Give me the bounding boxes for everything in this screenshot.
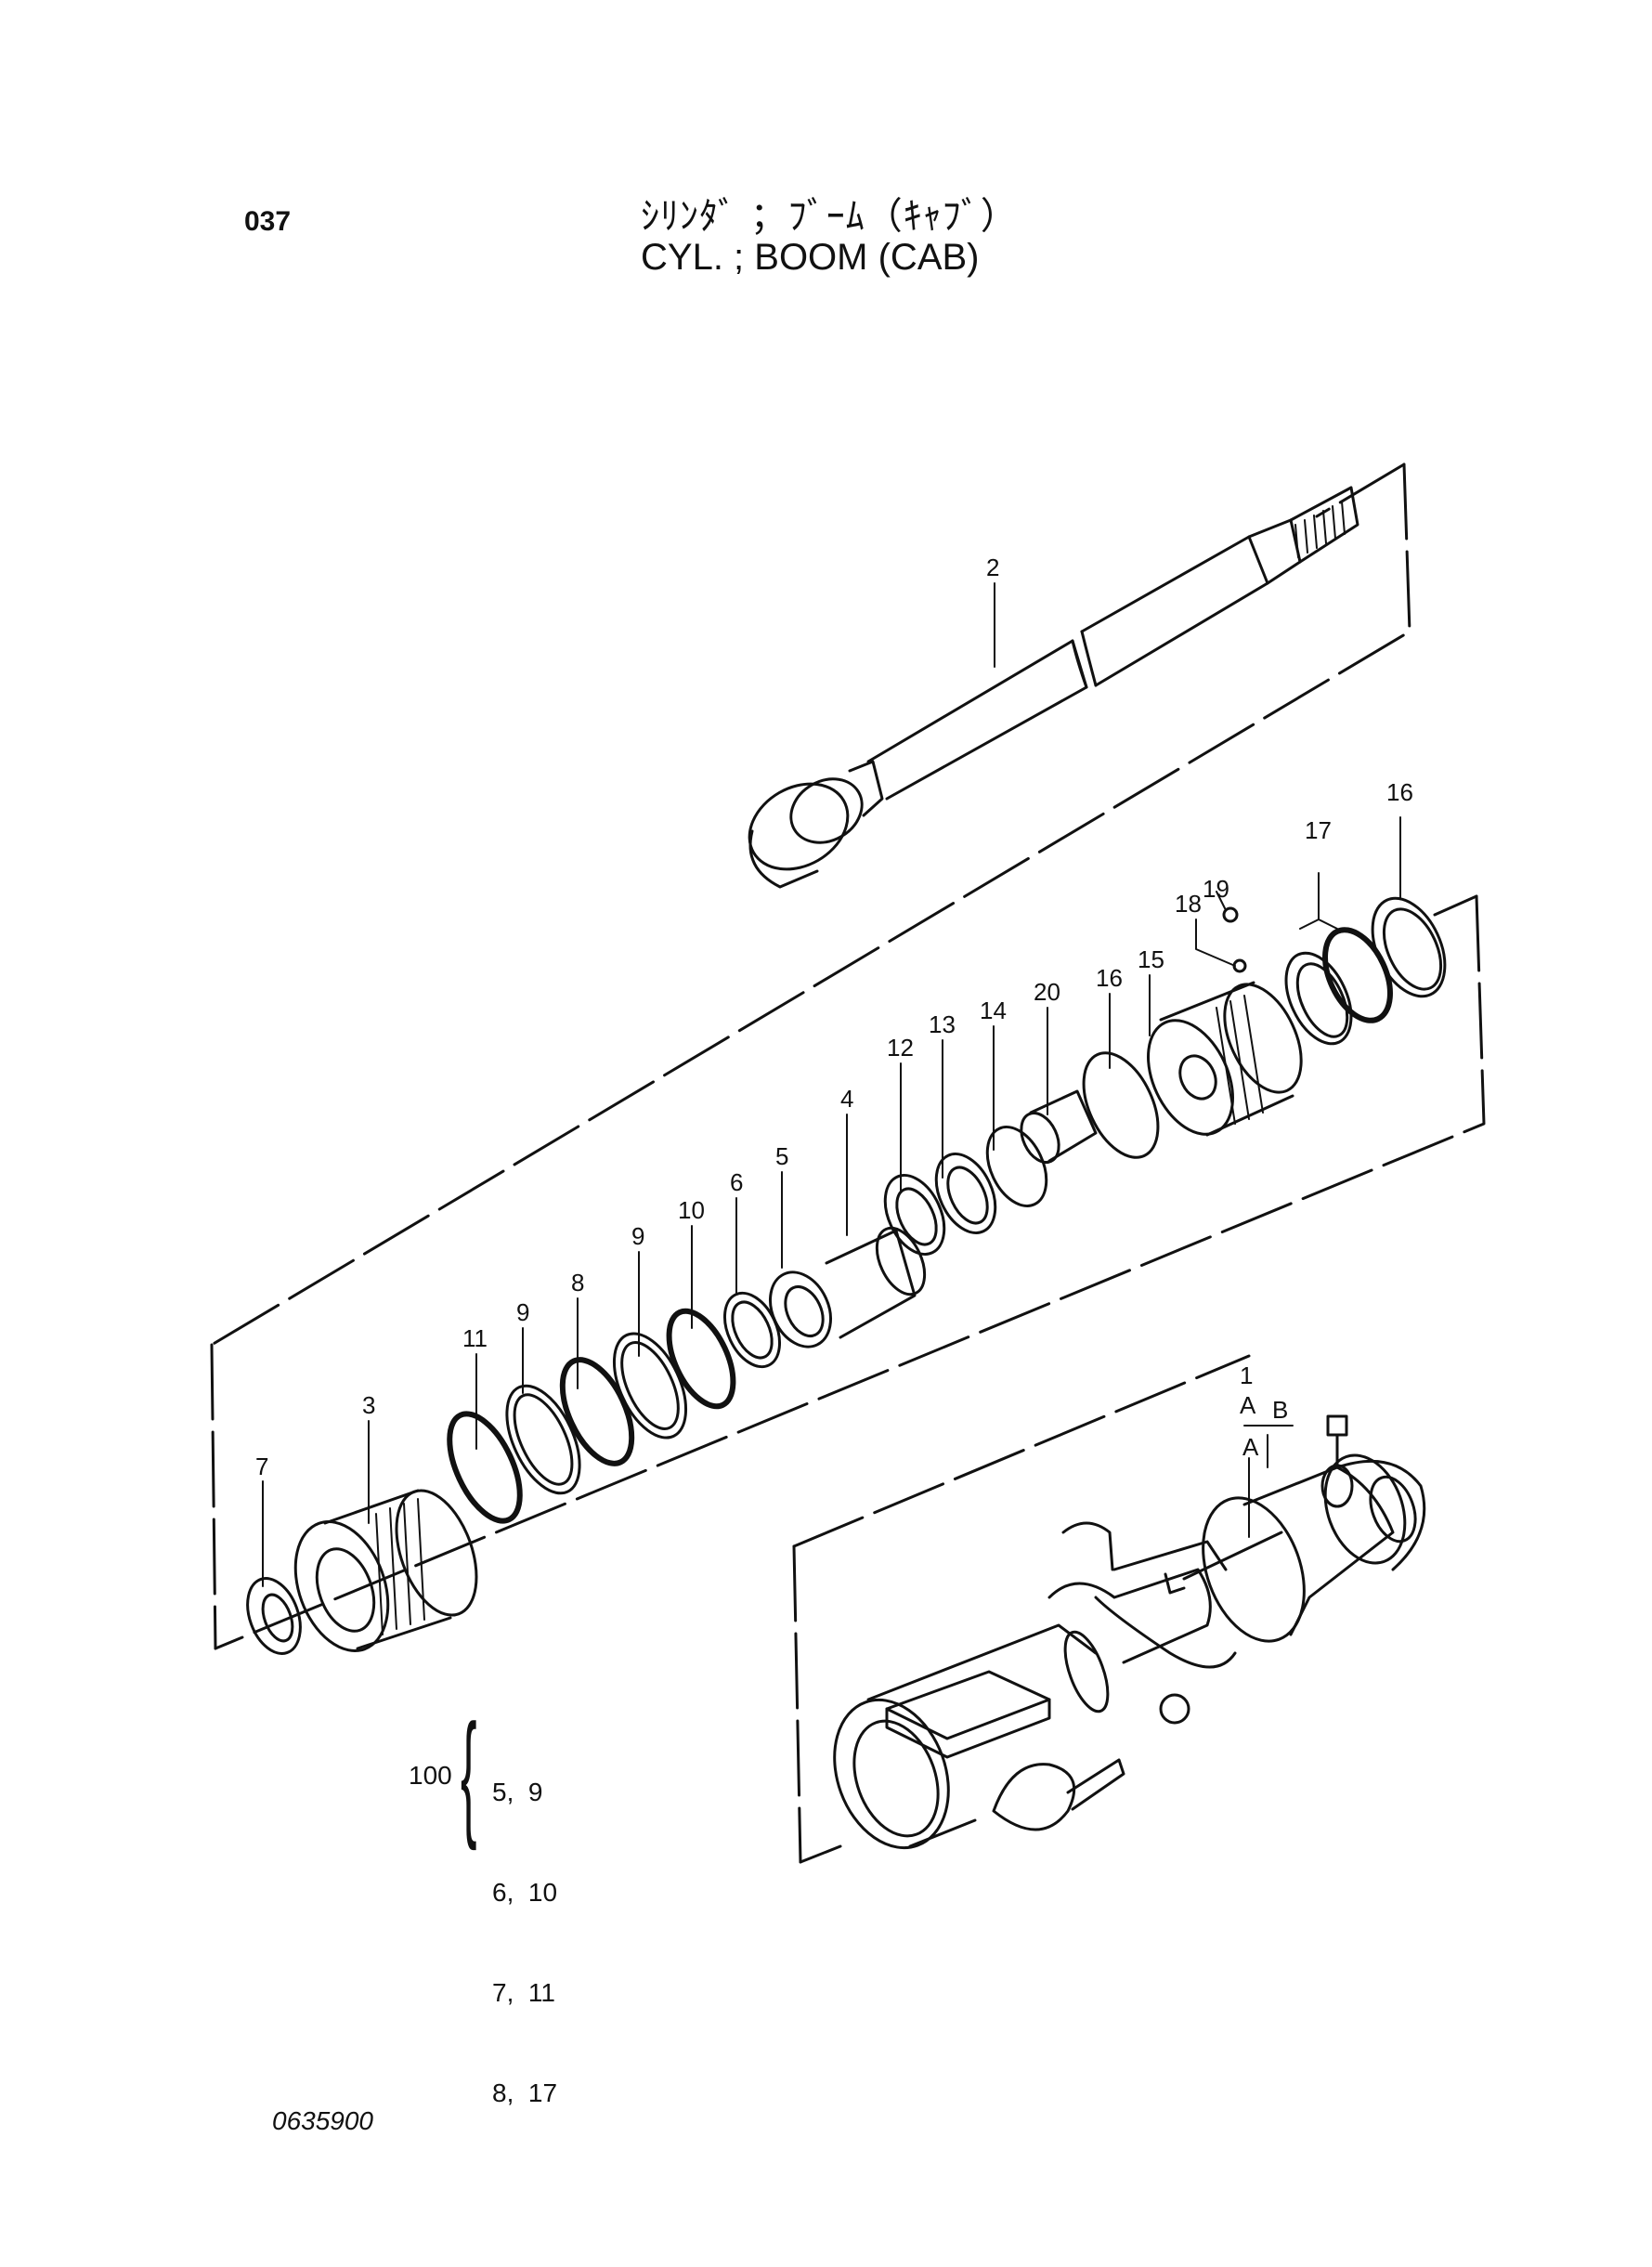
callout-17: 17	[1305, 816, 1332, 844]
kit-number: 100	[409, 1761, 452, 1790]
callout-16a: 16	[1096, 964, 1123, 992]
callout-8: 8	[571, 1269, 584, 1296]
callout-3: 3	[362, 1391, 375, 1419]
callout-B: B	[1272, 1396, 1288, 1424]
tube-frame	[792, 1354, 1251, 1864]
kit-brace: {	[461, 1695, 477, 1851]
callout-9b: 9	[631, 1222, 644, 1250]
callout-2: 2	[986, 554, 999, 581]
callout-A-top: A	[1240, 1391, 1256, 1419]
callout-7: 7	[255, 1453, 268, 1480]
callout-11: 11	[462, 1324, 488, 1352]
part-17-16-rings	[1284, 896, 1447, 1046]
callout-20: 20	[1034, 978, 1060, 1006]
callout-9a: 9	[516, 1298, 529, 1326]
cylinder-head	[293, 1489, 478, 1652]
part-7-wiper-ring	[246, 1577, 302, 1655]
piston-rod	[748, 486, 1359, 889]
callout-19: 19	[1203, 875, 1229, 903]
piston	[1082, 906, 1303, 1159]
callout-4: 4	[840, 1085, 853, 1113]
kit-item: 6, 10	[492, 1878, 558, 1907]
callout-labels: 2 3 7 11 9 8 9 10 6 5 4 12 13 14 20 16 1…	[255, 554, 1413, 1480]
title-japanese: ｼﾘﾝﾀﾞ ；ﾌﾞｰﾑ（ｷｬﾌﾞ）	[641, 195, 1019, 238]
callout-1: 1	[1240, 1362, 1253, 1389]
kit-item: 7, 11	[492, 1978, 555, 2007]
seal-frame	[210, 894, 1486, 1650]
callout-14: 14	[980, 997, 1007, 1024]
kit-item: 8, 17	[492, 2078, 558, 2107]
callout-5: 5	[775, 1142, 788, 1170]
callout-16b: 16	[1386, 778, 1413, 806]
document-code: 0635900	[272, 2106, 374, 2135]
page-number: 037	[244, 206, 292, 237]
kit-items: 5, 9 6, 10 7, 11 8, 17	[492, 1709, 557, 2177]
callout-6: 6	[730, 1168, 743, 1196]
callout-18: 18	[1175, 890, 1202, 918]
rod-frame	[210, 463, 1411, 1347]
callout-A: A	[1242, 1433, 1259, 1461]
callout-10: 10	[678, 1196, 705, 1224]
callout-12: 12	[887, 1034, 914, 1062]
seal-rings	[447, 1089, 1098, 1524]
title-english: CYL. ; BOOM (CAB)	[641, 237, 980, 278]
cylinder-tube	[833, 1414, 1426, 1850]
kit-item: 5, 9	[492, 1778, 543, 1806]
leader-lines	[262, 582, 1401, 1587]
callout-13: 13	[929, 1010, 956, 1038]
callout-15: 15	[1138, 945, 1164, 973]
